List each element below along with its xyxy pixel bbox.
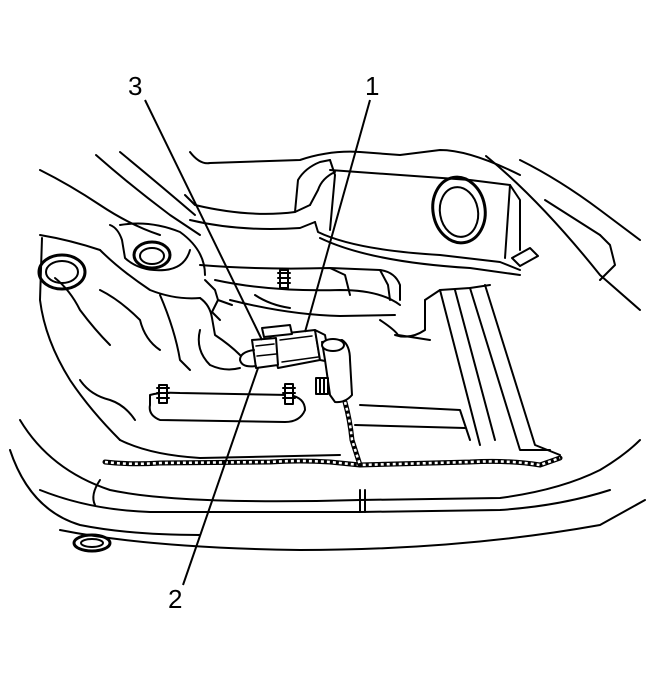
leader-1 (304, 99, 371, 333)
callout-label-3: 3 (128, 71, 142, 101)
crossmember (199, 264, 431, 341)
leader-2 (182, 367, 259, 586)
stud-right (282, 383, 296, 405)
floor-panel (119, 284, 561, 459)
left-body-side (37, 169, 241, 441)
stud-left (156, 384, 170, 404)
wiring-harness (102, 399, 563, 468)
callout-label-2: 2 (168, 584, 182, 614)
leader-3 (144, 99, 263, 341)
fuel-canister (315, 338, 353, 404)
harness-connector (239, 337, 279, 369)
rear-trim-panel (95, 149, 641, 311)
stud-top (277, 269, 291, 289)
rear-sill (9, 419, 646, 553)
callout-label-1: 1 (365, 71, 379, 101)
callout-leaders (144, 99, 371, 586)
